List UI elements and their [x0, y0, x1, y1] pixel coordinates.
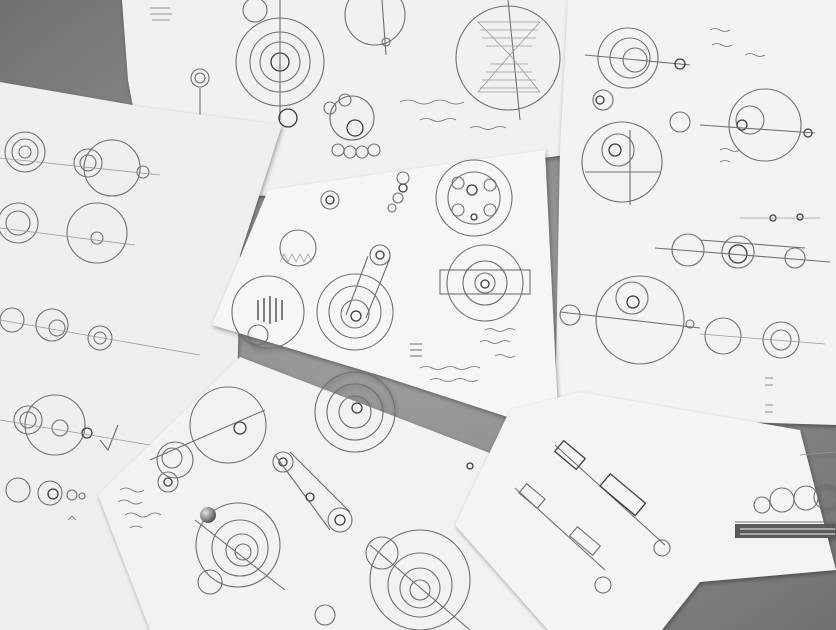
sketch-sheet-right — [555, 0, 836, 425]
